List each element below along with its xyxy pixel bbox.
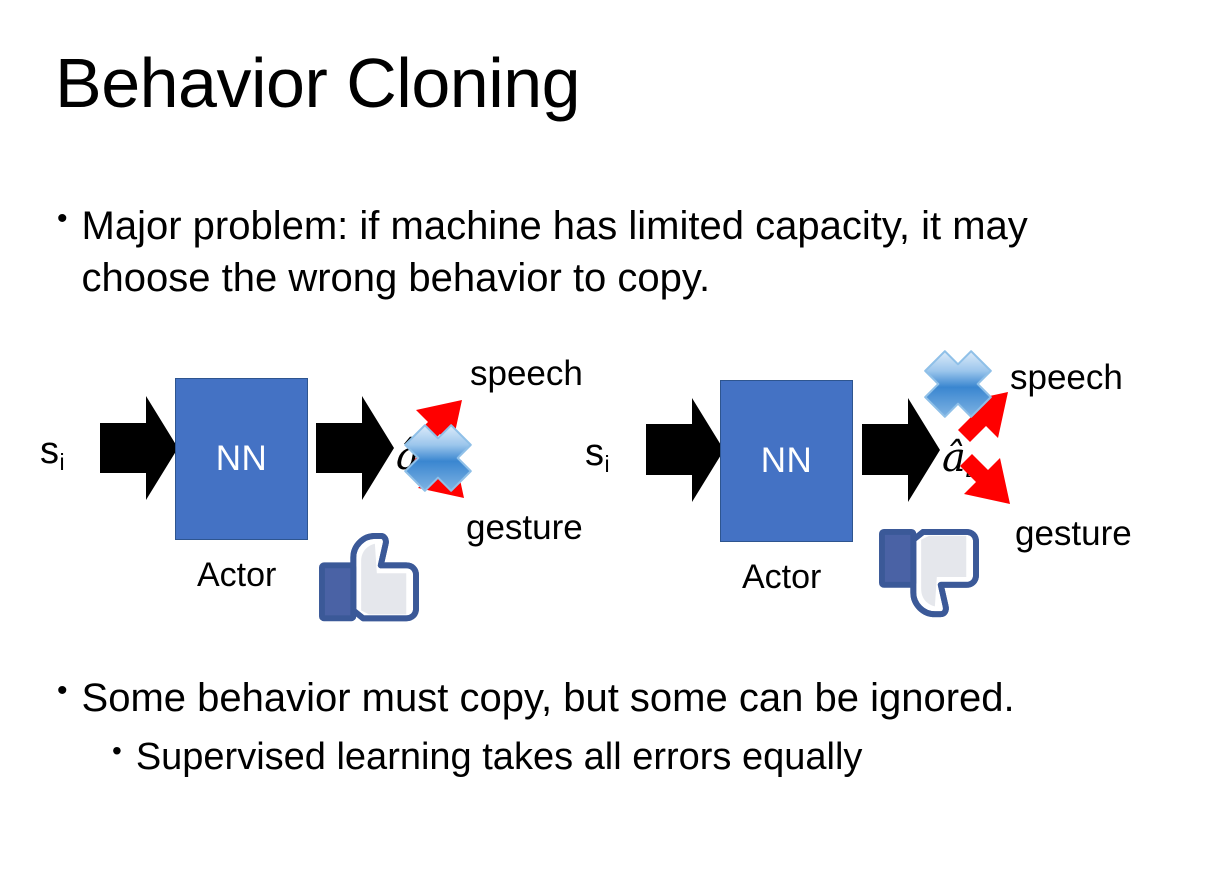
state-label-left: si <box>40 430 65 475</box>
page-title: Behavior Cloning <box>55 44 581 122</box>
thumbs-up-icon <box>319 533 419 622</box>
input-arrow-right-icon <box>646 398 724 502</box>
bullet-marker-icon: • <box>112 735 122 766</box>
state-label-right: si <box>585 432 610 477</box>
thumbs-down-icon <box>879 528 979 618</box>
output-arrow-right-icon <box>862 398 940 502</box>
nn-box-right: NN <box>720 380 853 542</box>
diagram-left: si NN Actor âi <box>0 338 620 638</box>
input-arrow-left-icon <box>100 396 178 500</box>
output-arrow-left-icon <box>316 396 394 500</box>
branch-label-gesture-right: gesture <box>1015 514 1132 553</box>
bullet-top-text: Major problem: if machine has limited ca… <box>81 204 1028 300</box>
gesture-double-arrow-right-icon <box>960 454 1010 504</box>
branch-label-speech-right: speech <box>1010 358 1123 397</box>
bullet-top: • Major problem: if machine has limited … <box>57 200 1117 304</box>
branch-label-gesture-left: gesture <box>466 508 583 547</box>
nn-box-label: NN <box>215 439 268 478</box>
bullet-marker-icon: • <box>57 202 68 235</box>
nn-box-label: NN <box>760 441 813 480</box>
actor-label-left: Actor <box>197 556 277 594</box>
bullet-bottom-2-text: Supervised learning takes all errors equ… <box>135 736 863 778</box>
cross-mark-speech-right-icon <box>924 350 992 418</box>
diagram-right: si <box>560 338 1210 638</box>
branch-label-speech-left: speech <box>470 354 583 393</box>
bullet-bottom-2: • Supervised learning takes all errors e… <box>112 733 1172 782</box>
actor-label-right: Actor <box>742 558 822 596</box>
bullet-marker-icon: • <box>57 674 68 707</box>
cross-mark-gesture-left-icon <box>404 424 472 492</box>
bullet-bottom-1-text: Some behavior must copy, but some can be… <box>81 676 1015 720</box>
nn-box-left: NN <box>175 378 308 540</box>
bullet-bottom-1: • Some behavior must copy, but some can … <box>57 672 1167 724</box>
